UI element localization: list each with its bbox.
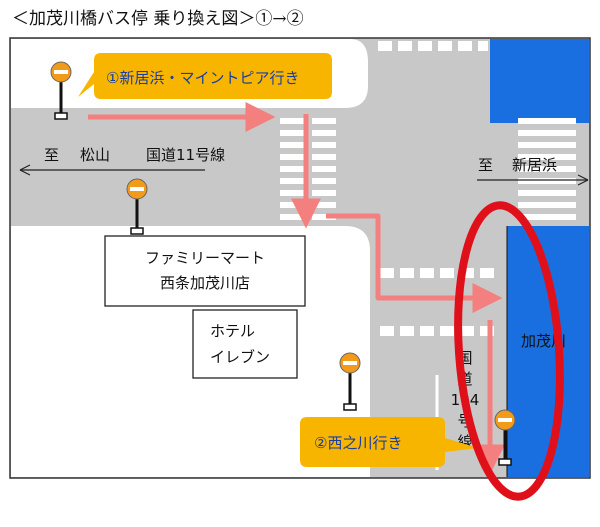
label-east-to: 至: [478, 156, 493, 174]
familymart-building: [104, 235, 306, 307]
label-west-to: 至: [44, 146, 59, 164]
label-east-city: 新居浜: [512, 156, 557, 174]
river-north: [490, 39, 589, 123]
route-1-callout: ①新居浜・マイントピア行き: [78, 53, 332, 99]
hotel-name-2: イレブン: [210, 348, 270, 366]
bus-stop-icon: [50, 61, 72, 120]
transfer-route: [88, 102, 505, 475]
crosswalk-south: [380, 268, 494, 336]
bus-stop-icon: [494, 409, 516, 466]
familymart-name: ファミリーマート: [145, 249, 265, 267]
map-title: ＜加茂川橋バス停 乗り換え図＞①→②: [12, 9, 304, 29]
highlight-circle: [454, 201, 564, 501]
label-highway-11: 国道11号線: [146, 146, 225, 164]
route-1-label: ①新居浜・マイントピア行き: [106, 69, 299, 87]
bus-stop-icon: [339, 352, 361, 411]
route-2-callout: ②西之川行き: [300, 417, 478, 467]
familymart-branch: 西条加茂川店: [160, 274, 250, 292]
crosswalk-north: [378, 41, 488, 51]
bus-stop-icon: [126, 178, 148, 235]
arrow-right-icon: [477, 174, 589, 186]
hotel-building: [192, 309, 298, 379]
arrow-left-icon: [19, 164, 205, 176]
route-2-label: ②西之川行き: [314, 434, 402, 452]
label-west-city: 松山: [80, 146, 110, 164]
crosswalk-east: [518, 118, 576, 220]
hotel-name-1: ホテル: [210, 322, 255, 340]
